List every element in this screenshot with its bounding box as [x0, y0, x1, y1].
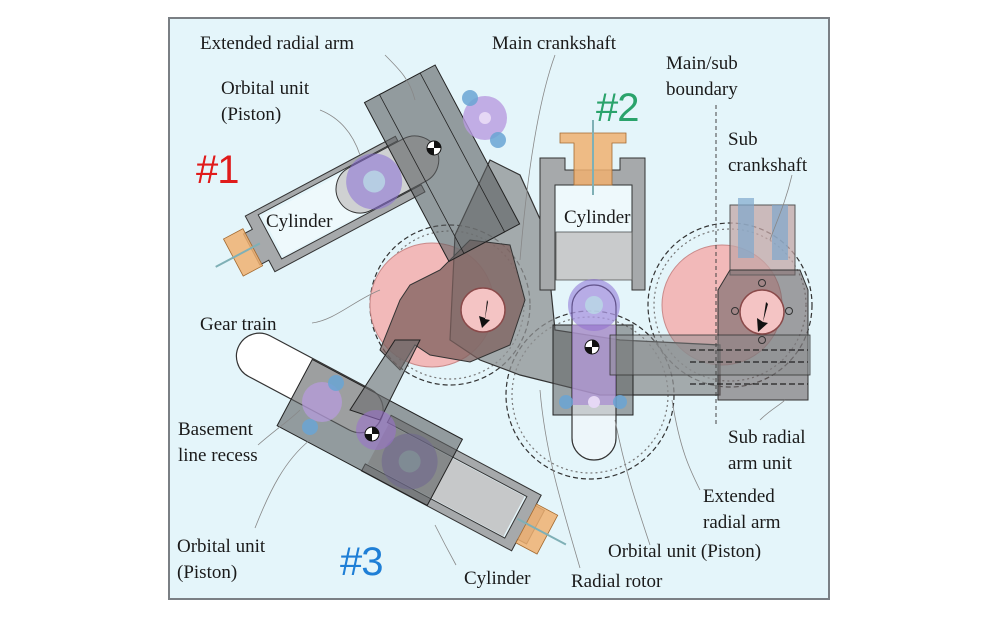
label-orbital-unit-3-line1: Orbital unit: [177, 536, 266, 557]
sub-bolt-1: [738, 198, 754, 258]
label-orbital-unit-1-line1: Orbital unit: [221, 78, 310, 99]
label-orbital-unit-2: Orbital unit (Piston): [608, 541, 762, 562]
label-cylinder-3: Cylinder: [464, 568, 531, 589]
sub-crankshaft-pin: [739, 289, 785, 335]
radial-arm-1: [363, 64, 521, 263]
piston-1-pin: [363, 170, 386, 193]
label-basement-line2: line recess: [178, 445, 258, 466]
label-sub-radial-arm-line2: arm unit: [728, 453, 792, 474]
valve-stem-1: [215, 242, 261, 268]
piston-2-crown: [555, 231, 633, 281]
label-cylinder-2: Cylinder: [564, 207, 631, 228]
label-main-sub-boundary-line2: boundary: [666, 79, 738, 100]
main-crankshaft-pin: [460, 287, 506, 333]
label-orbital-unit-1-line2: (Piston): [221, 104, 282, 125]
orbital-unit-2: [572, 325, 616, 405]
unit-number-1: #1: [196, 148, 239, 192]
center-marker-2: [584, 339, 600, 355]
unit-number-3: #3: [340, 540, 383, 584]
label-main-crankshaft: Main crankshaft: [492, 33, 616, 54]
label-sub-crankshaft-line2: crankshaft: [728, 155, 808, 176]
cylinder-2-group: [539, 120, 646, 291]
bolt-2b: [613, 395, 627, 409]
sub-pin-holes: [731, 279, 793, 344]
main-rotation-arrow: [479, 300, 490, 328]
leader-lines: [254, 54, 793, 569]
label-main-sub-boundary-line1: Main/sub: [666, 53, 738, 74]
label-sub-crankshaft-line1: Sub: [728, 129, 758, 150]
bolt-2a: [559, 395, 573, 409]
label-extended-radial-arm-top: Extended radial arm: [200, 33, 355, 54]
sub-bolt-2: [772, 205, 788, 260]
orbital-unit-3: [302, 375, 396, 450]
center-marker-3: [364, 426, 380, 442]
label-basement-line1: Basement: [178, 419, 253, 440]
orbital-unit-1: [462, 90, 507, 148]
piston-2-pin: [585, 296, 603, 314]
center-marker-1: [426, 140, 442, 156]
label-extended-radial-arm-bottom-line1: Extended: [703, 486, 775, 507]
label-cylinder-1: Cylinder: [266, 211, 333, 232]
label-extended-radial-arm-bottom-line2: radial arm: [703, 512, 781, 533]
label-radial-rotor: Radial rotor: [571, 571, 663, 592]
label-gear-train: Gear train: [200, 314, 277, 335]
valve-stem-3: [516, 517, 567, 546]
sub-arm-bar: [609, 334, 811, 376]
unit-number-2: #2: [596, 86, 639, 130]
sub-rotation-arrow: [757, 302, 768, 332]
label-sub-radial-arm-line1: Sub radial: [728, 427, 806, 448]
label-orbital-unit-3-line2: (Piston): [177, 562, 238, 583]
bolt-2c: [588, 396, 600, 408]
sub-arm-dashes: [690, 349, 808, 385]
